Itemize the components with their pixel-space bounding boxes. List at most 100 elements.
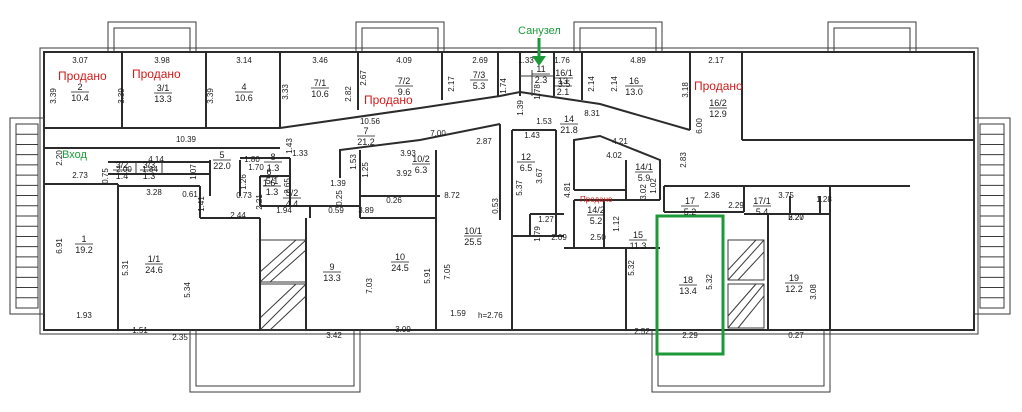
dimension-label: 1.12 (612, 216, 621, 232)
dimension-label: 3.42 (326, 331, 342, 340)
dimension-label: 0.25 (335, 190, 344, 206)
dimension-label: 1.28 (816, 195, 832, 204)
room-number-r-10-2: 10/2 (412, 154, 430, 164)
dimension-label: 3.67 (535, 168, 544, 184)
room-area-r-3-2: 1.4 (116, 171, 129, 181)
room-area-r-10-1: 25.5 (464, 237, 482, 247)
room-area-r-5-1: 1.3 (266, 187, 279, 197)
dimension-label: 3.28 (146, 188, 162, 197)
room-number-r-3-2: 3/2 (116, 160, 129, 170)
dimension-label: 3.09 (395, 325, 411, 334)
dimension-label: 6.00 (695, 118, 704, 134)
room-area-r-17: 5.2 (684, 207, 697, 217)
dimension-label: 1.79 (533, 226, 542, 242)
dimension-label: 7.00 (430, 129, 446, 138)
dimension-label: 2.52 (634, 327, 650, 336)
room-number-r-7-2: 7/2 (398, 76, 411, 86)
dimension-label: 1.80 (244, 155, 260, 164)
dimension-label: 2.09 (551, 233, 567, 242)
dimension-label: 2.73 (72, 171, 88, 180)
room-area-r-7-3: 5.3 (473, 81, 486, 91)
sold-label-room-7-2: Продано (364, 93, 413, 107)
dimension-label: 3.89 (358, 206, 374, 215)
room-area-r-16-2: 12.9 (709, 109, 727, 119)
room-number-r-6: 6 (266, 167, 271, 177)
room-number-r-11: 11 (536, 64, 545, 74)
room-number-r-9: 9 (329, 262, 334, 272)
dimension-label: 4.02 (606, 151, 622, 160)
dimension-label: 1.53 (349, 154, 358, 170)
dimension-label: 1.70 (248, 163, 264, 172)
dimension-label: 2.83 (679, 152, 688, 168)
dimension-label: 2.67 (359, 70, 368, 86)
dimension-label: 4.81 (563, 182, 572, 198)
dimension-label: 4.14 (148, 155, 164, 164)
dimension-label: 3.14 (236, 56, 252, 65)
dimension-label: 8.72 (444, 191, 460, 200)
room-area-r-6: 1.6 (263, 178, 276, 188)
room-area-r-8: 1.3 (267, 163, 280, 173)
dimension-label: 3.46 (312, 56, 328, 65)
entrance-label: Вход (62, 149, 87, 161)
bathroom-arrow-icon (532, 38, 546, 66)
dimension-label: 7.03 (365, 278, 374, 294)
room-area-r-14-2: 5.2 (590, 216, 603, 226)
dimension-label: 3.08 (809, 284, 818, 300)
dimension-label: 2.36 (704, 191, 720, 200)
dimension-label: 0.27 (788, 331, 804, 340)
room-number-r-14-1: 14/1 (635, 162, 653, 172)
dimension-label: 0.59 (328, 206, 344, 215)
room-area-r-13: 2.1 (557, 87, 570, 97)
room-number-r-17-1: 17/1 (753, 196, 771, 206)
dimension-label: 1.94 (276, 206, 292, 215)
dimension-label: 1.53 (536, 117, 552, 126)
dimension-label: 1.07 (189, 164, 198, 180)
dimension-label: 4.89 (630, 56, 646, 65)
room-area-r-18: 13.4 (679, 286, 697, 296)
dimension-label: 2.82 (344, 86, 353, 102)
left-stair (9, 117, 45, 315)
dimension-label: 2.44 (230, 211, 246, 220)
room-area-r-5-2: 4.4 (286, 199, 299, 209)
room-number-r-10: 10 (395, 252, 405, 262)
dimension-label: 5.31 (121, 260, 130, 276)
dimension-label: 1.78 (533, 84, 542, 100)
dimension-label: 2.29 (682, 331, 698, 340)
room-number-r-17: 17 (685, 196, 695, 206)
room-number-r-1-1: 1/1 (148, 254, 161, 264)
room-number-r-16-1: 16/1 (555, 68, 573, 78)
dimension-label: 5.32 (627, 260, 636, 276)
room-area-r-7: 21.2 (357, 137, 375, 147)
dimension-label: 2.17 (708, 56, 724, 65)
dimension-label: 3.92 (396, 169, 412, 178)
dimension-label: 1.26 (239, 174, 248, 190)
room-number-r-10-1: 10/1 (464, 226, 482, 236)
room-number-r-16-2: 16/2 (709, 98, 727, 108)
dimension-label: 2.35 (172, 333, 188, 342)
dimension-label: 1.43 (524, 131, 540, 140)
dimension-label: 2.87 (476, 137, 492, 146)
room-number-r-1: 1 (81, 234, 86, 244)
right-stair (973, 117, 1011, 315)
dimension-label: 5.37 (515, 180, 524, 196)
dimension-label: 2.50 (590, 233, 606, 242)
room-area-r-16: 13.0 (625, 87, 643, 97)
room-number-r-14-2: 14/2 (587, 205, 605, 215)
room-area-r-3-1: 13.3 (154, 94, 172, 104)
room-number-r-14: 14 (564, 114, 574, 124)
dimension-label: 3.18 (681, 82, 690, 98)
dimension-label: 1.25 (361, 162, 370, 178)
dimension-label: 2.14 (587, 76, 596, 92)
room-number-r-13: 13 (558, 76, 568, 86)
dimension-label: 2.29 (728, 201, 744, 210)
room-18-highlight[interactable] (655, 214, 725, 356)
dimension-label: 7.05 (443, 264, 452, 280)
dimension-label: 3.39 (49, 88, 58, 104)
room-number-r-19: 19 (789, 273, 799, 283)
room-area-r-2: 10.4 (71, 93, 89, 103)
dimension-label: 3.98 (154, 56, 170, 65)
dimension-label: 6.27 (788, 213, 804, 222)
dimension-label: 0.53 (491, 198, 500, 214)
dimension-label: 3.93 (400, 149, 416, 158)
